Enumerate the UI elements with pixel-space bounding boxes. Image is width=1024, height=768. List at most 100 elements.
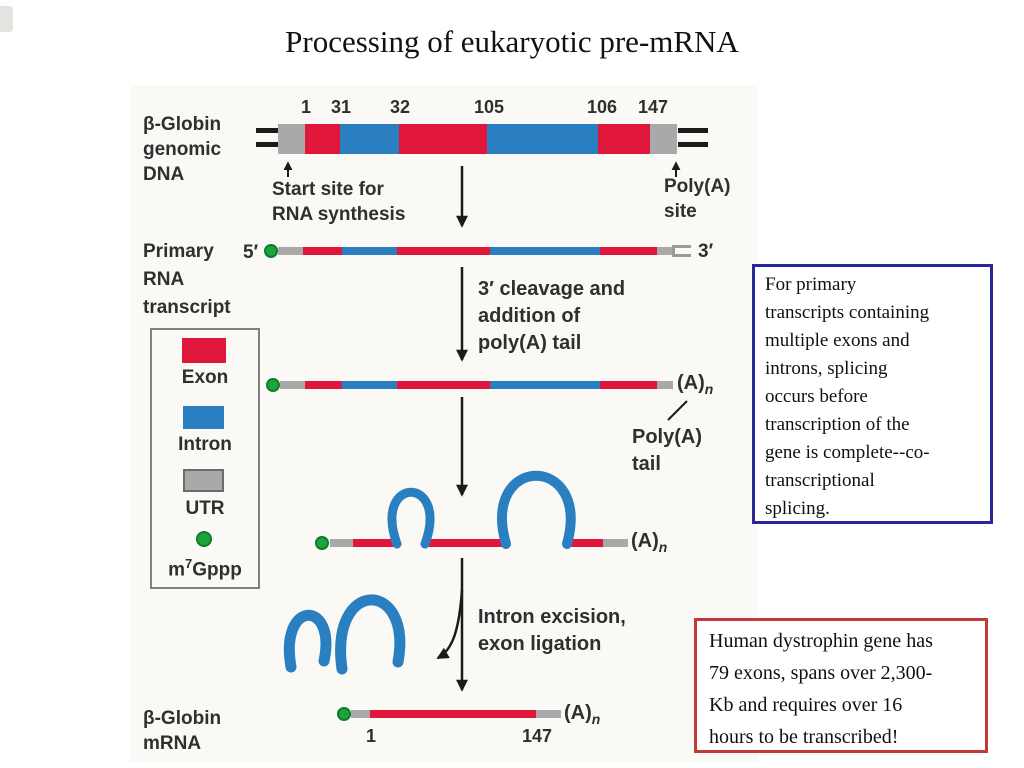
excision-line1: Intron excision, bbox=[478, 606, 626, 628]
legend-cap-dot bbox=[196, 531, 212, 547]
polya-transcript-bar bbox=[280, 381, 673, 389]
exon2-segment bbox=[397, 381, 490, 389]
intron2-segment bbox=[490, 381, 600, 389]
exon1-segment bbox=[305, 381, 342, 389]
legend-utr-swatch bbox=[183, 469, 224, 492]
cap-m: m bbox=[168, 559, 186, 581]
a-main: (A) bbox=[631, 530, 659, 552]
a-sub: n bbox=[704, 381, 714, 397]
utr-segment bbox=[657, 247, 673, 255]
screen-corner-artifact bbox=[0, 6, 13, 32]
a-main: (A) bbox=[564, 702, 592, 724]
utr-segment bbox=[657, 381, 673, 389]
intron1-segment bbox=[342, 381, 397, 389]
polya-site-label: Poly(A) site bbox=[664, 174, 731, 224]
mrna-bar bbox=[351, 710, 561, 718]
exon-position-1: 1 bbox=[300, 97, 311, 117]
exon3-segment bbox=[600, 247, 657, 255]
utr-segment bbox=[330, 539, 353, 547]
genomic-dna-label: β-Globin genomic DNA bbox=[143, 112, 221, 187]
exon1-segment bbox=[303, 247, 342, 255]
intron2-segment bbox=[487, 124, 598, 154]
exon1-segment bbox=[305, 124, 340, 154]
genomic-dna-label-line2: genomic bbox=[143, 139, 222, 160]
legend-intron-swatch bbox=[183, 406, 224, 429]
legend-cap-label: m7Gppp bbox=[150, 556, 260, 581]
cleavage-line1: 3′ cleavage and bbox=[478, 278, 626, 300]
polya-tag-1: (A)n bbox=[677, 370, 713, 403]
dna-strand-left-bottom bbox=[256, 142, 286, 147]
exon3-segment bbox=[565, 539, 603, 547]
exon-segment bbox=[370, 710, 536, 718]
a-main: (A) bbox=[677, 372, 705, 394]
polya-tag-3: (A)n bbox=[564, 700, 600, 733]
utr-segment bbox=[536, 710, 561, 718]
excision-step-label: Intron excision, exon ligation bbox=[478, 604, 626, 658]
start-site-line1: Start site for bbox=[272, 179, 384, 200]
utr-segment bbox=[280, 381, 305, 389]
exon-position-31: 31 bbox=[330, 97, 352, 117]
dystrophin-note: Human dystrophin gene has 79 exons, span… bbox=[694, 618, 988, 753]
cap-dot-mrna bbox=[337, 707, 351, 721]
mrna-label: β-Globin mRNA bbox=[143, 706, 221, 756]
utr-segment bbox=[603, 539, 628, 547]
genomic-dna-label-line3: DNA bbox=[143, 164, 185, 185]
polya-site-line2: site bbox=[664, 201, 697, 222]
intron1-segment bbox=[342, 247, 397, 255]
cap-dot-primary bbox=[264, 244, 278, 258]
mrna-position-147: 147 bbox=[521, 726, 553, 746]
exon-position-105: 105 bbox=[473, 97, 505, 117]
primary-transcript-bar bbox=[278, 247, 673, 255]
dna-strand-left-top bbox=[256, 128, 286, 133]
primary-label-line3: transcript bbox=[143, 297, 231, 318]
intron1-segment bbox=[340, 124, 399, 154]
legend-exon-label: Exon bbox=[181, 367, 229, 388]
genomic-dna-label-line1: β-Globin bbox=[143, 114, 222, 135]
cap-7: 7 bbox=[185, 556, 193, 571]
intron2-segment bbox=[490, 247, 600, 255]
cleavage-step-label: 3′ cleavage and addition of poly(A) tail bbox=[478, 276, 625, 357]
utr-segment bbox=[278, 124, 305, 154]
polya-site-line1: Poly(A) bbox=[664, 176, 731, 197]
legend-intron-label: Intron bbox=[178, 434, 232, 455]
primary-label-line1: Primary bbox=[143, 241, 214, 262]
cotranscriptional-splicing-note: For primary transcripts containing multi… bbox=[752, 264, 993, 524]
primary-label-line2: RNA bbox=[143, 269, 185, 290]
exon-position-147: 147 bbox=[637, 97, 669, 117]
polya-tail-line1: Poly(A) bbox=[632, 426, 702, 448]
five-prime-label: 5′ bbox=[243, 242, 259, 263]
start-site-label: Start site for RNA synthesis bbox=[272, 177, 405, 227]
exon3-segment bbox=[598, 124, 650, 154]
genomic-dna-bar bbox=[278, 124, 677, 154]
legend-exon-swatch bbox=[182, 338, 226, 363]
mrna-label-line1: β-Globin bbox=[143, 708, 222, 729]
exon2-segment bbox=[399, 124, 487, 154]
exon3-segment bbox=[600, 381, 657, 389]
utr-segment bbox=[278, 247, 303, 255]
utr-segment bbox=[351, 710, 370, 718]
polya-tail-line2: tail bbox=[632, 453, 661, 475]
mrna-position-1: 1 bbox=[365, 726, 376, 746]
dna-strand-right-top bbox=[678, 128, 708, 133]
cap-gppp: Gppp bbox=[192, 559, 242, 581]
start-site-line2: RNA synthesis bbox=[272, 204, 406, 225]
three-prime-label: 3′ bbox=[698, 241, 714, 262]
a-sub: n bbox=[658, 539, 668, 555]
a-sub: n bbox=[591, 711, 601, 727]
primary-transcript-label: Primary RNA transcript bbox=[143, 238, 231, 322]
open-end-icon bbox=[672, 245, 691, 257]
polya-tag-2: (A)n bbox=[631, 528, 667, 561]
utr-segment bbox=[650, 124, 677, 154]
cleavage-line2: addition of bbox=[478, 305, 581, 327]
exon1-segment bbox=[353, 539, 395, 547]
mrna-label-line2: mRNA bbox=[143, 733, 202, 754]
dna-strand-right-bottom bbox=[678, 142, 708, 147]
cap-dot-polya bbox=[266, 378, 280, 392]
legend-utr-label: UTR bbox=[185, 498, 225, 519]
exon2-segment bbox=[397, 247, 490, 255]
exon2-segment bbox=[427, 539, 504, 547]
cleavage-line3: poly(A) tail bbox=[478, 332, 582, 354]
cap-dot-looped bbox=[315, 536, 329, 550]
excision-line2: exon ligation bbox=[478, 633, 602, 655]
legend-box bbox=[150, 328, 260, 589]
